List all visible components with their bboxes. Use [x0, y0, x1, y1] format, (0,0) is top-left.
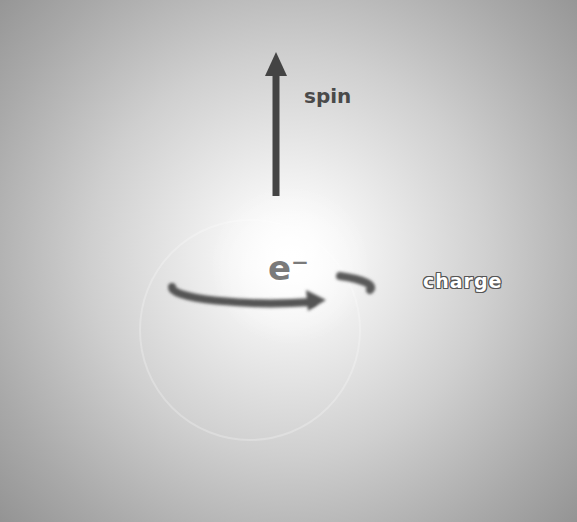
rotation-arrow — [172, 287, 312, 303]
electron-glow — [210, 185, 370, 345]
spin-arrowhead — [265, 52, 287, 76]
spin-label: spin — [304, 84, 351, 108]
glow-ring — [140, 220, 360, 440]
rotation-arrowhead — [306, 290, 326, 311]
charge-label: charge — [423, 270, 502, 292]
spin-arrow — [273, 72, 280, 196]
electron-symbol: e⁻ — [268, 248, 309, 288]
rotation-arrow-back — [340, 276, 371, 290]
